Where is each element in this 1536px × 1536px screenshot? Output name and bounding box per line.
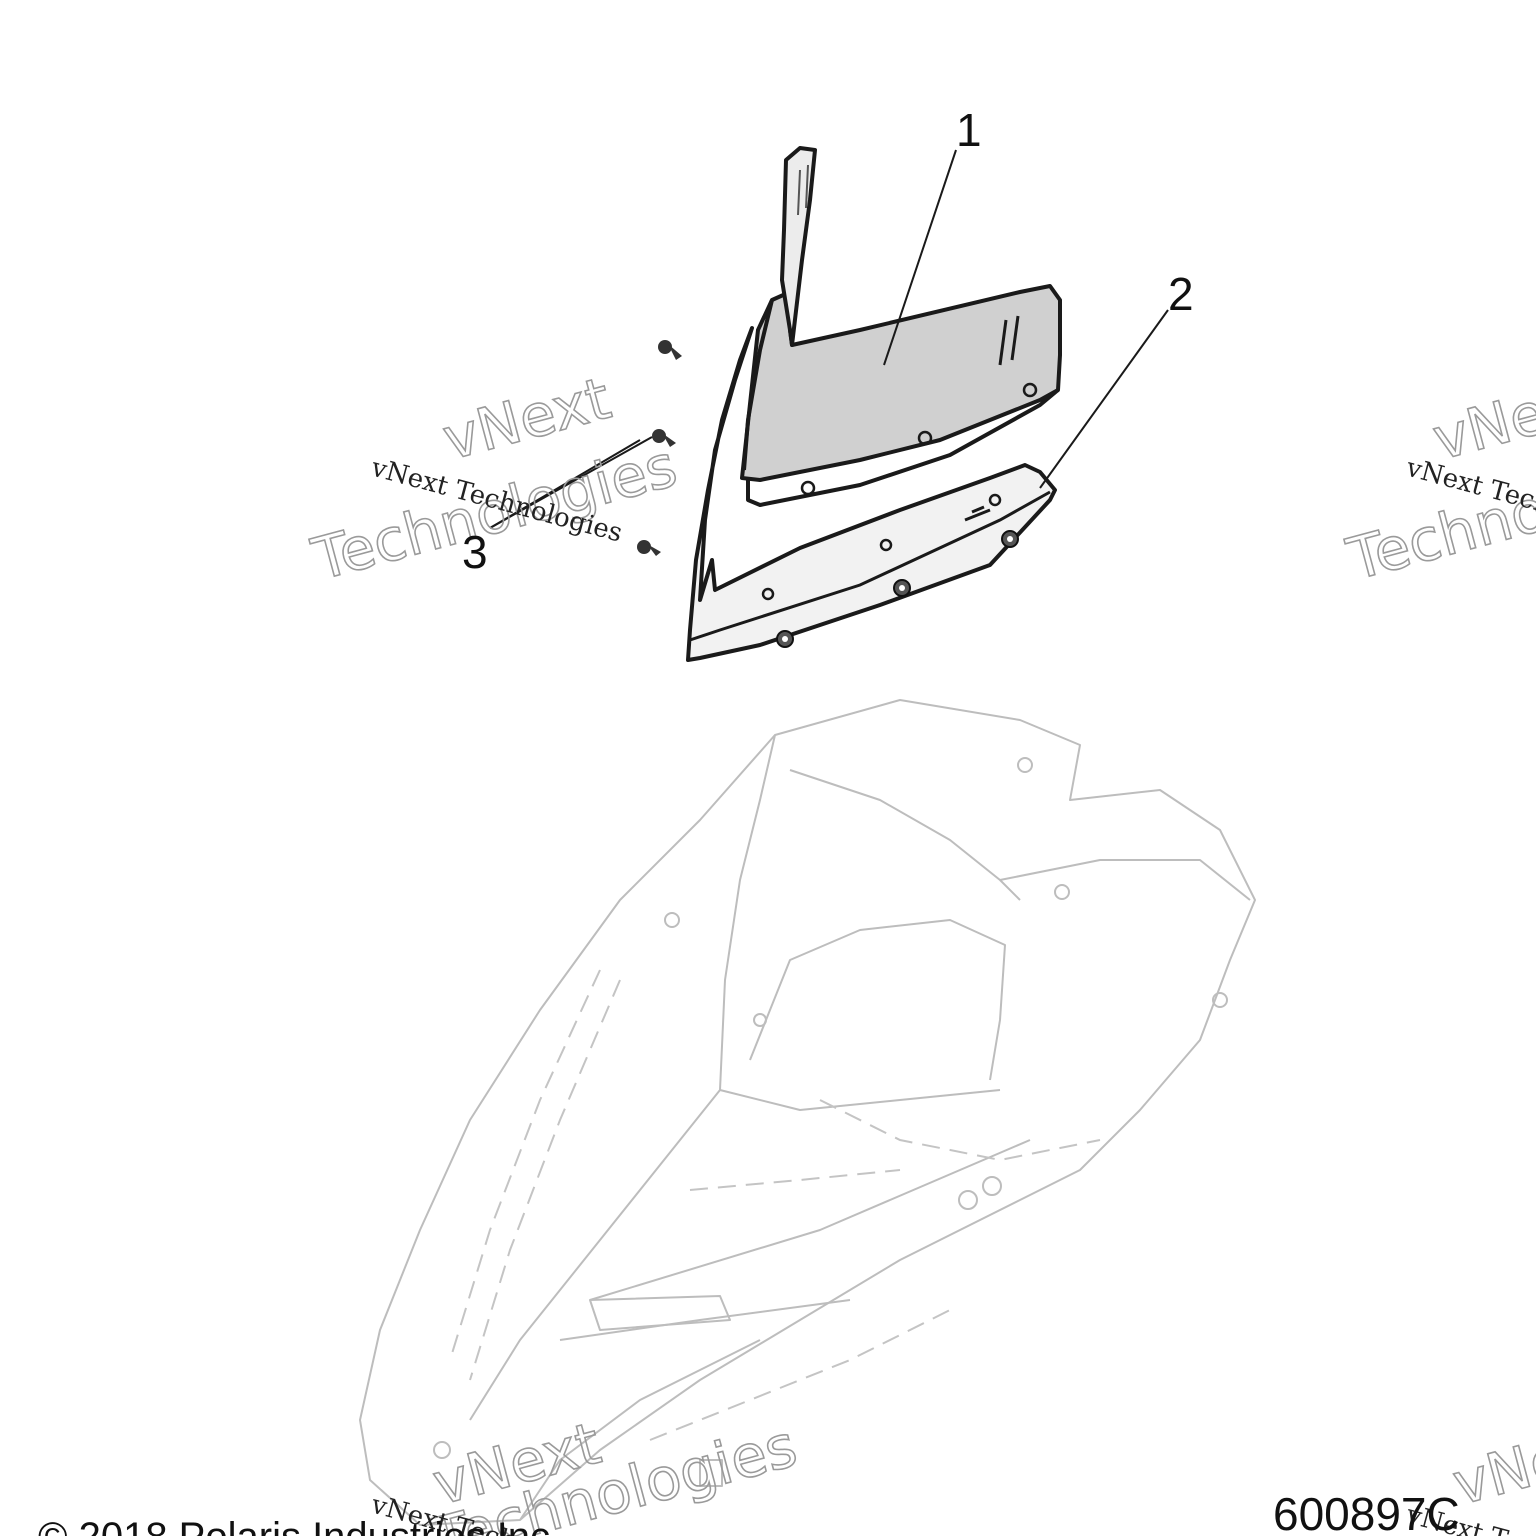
figure-number: 600897C	[1273, 1488, 1460, 1536]
mounting-bracket-part	[686, 326, 1057, 662]
nut-2	[893, 579, 911, 597]
watermark-large-line1: vNext	[1426, 364, 1536, 474]
nut-1	[1001, 530, 1019, 548]
windshield-part	[740, 146, 1062, 507]
leader-lines	[489, 149, 1169, 529]
watermark-left: vNext Technologies vNext Technologies	[304, 363, 684, 594]
leader-line-1	[883, 149, 957, 366]
leader-line-3b	[489, 439, 641, 529]
screw-2	[652, 429, 676, 447]
watermark-right: vNext Technologies vNext Technologies	[1339, 363, 1536, 594]
callout-1: 1	[956, 104, 982, 156]
callout-3: 3	[462, 526, 488, 578]
fasteners	[637, 340, 1019, 648]
screw-3	[637, 540, 661, 556]
screw-1	[658, 340, 682, 360]
copyright-text: © 2018 Polaris Industries Inc.	[38, 1515, 561, 1536]
leader-line-2	[1039, 309, 1169, 489]
callout-2: 2	[1168, 268, 1194, 320]
nut-3	[776, 630, 794, 648]
hood-assembly-background	[359, 699, 1256, 1526]
